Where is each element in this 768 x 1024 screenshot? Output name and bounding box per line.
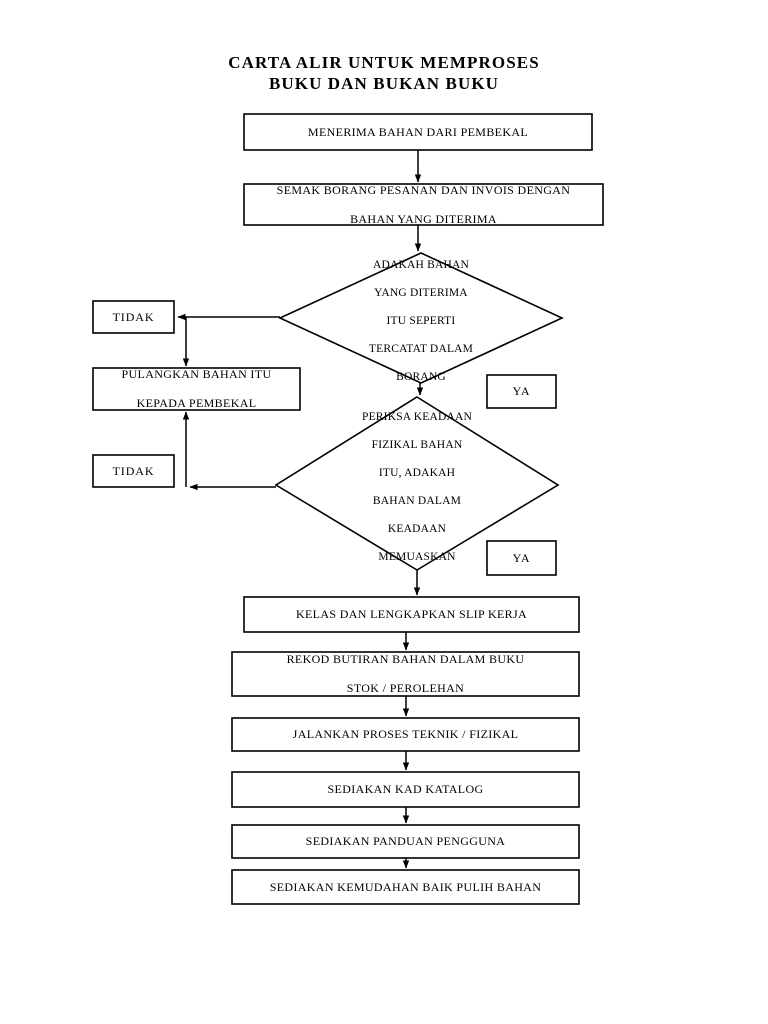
label-tidak-1-text: TIDAK: [112, 309, 155, 324]
decision-adakah-bahan-label: ADAKAH BAHAN YANG DITERIMA ITU SEPERTI T…: [300, 259, 542, 383]
page-title: CARTA ALIR UNTUK MEMPROSES BUKU DAN BUKA…: [0, 52, 768, 94]
decision-adakah-bahan-line-4: TERCATAT DALAM: [368, 343, 474, 355]
decision-periksa-keadaan-line-6: MEMUASKAN: [378, 551, 456, 563]
label-tidak-2: TIDAK: [93, 455, 174, 487]
node-semak-borang-line-1: SEMAK BORANG PESANAN DAN INVOIS DENGAN: [276, 182, 571, 197]
node-rekod-butiran-line-2: STOK / PEROLEHAN: [346, 681, 465, 696]
node-sediakan-panduan-label: SEDIAKAN PANDUAN PENGGUNA: [232, 825, 579, 858]
node-pulangkan-bahan-line-1: PULANGKAN BAHAN ITU: [121, 367, 272, 382]
page-title-line-2: BUKU DAN BUKAN BUKU: [268, 74, 500, 93]
decision-adakah-bahan-line-5: BORANG: [396, 371, 446, 383]
node-sediakan-kemudahan-box[interactable]: [231, 869, 580, 905]
label-tidak-2-text: TIDAK: [112, 463, 155, 478]
node-pulangkan-bahan-box[interactable]: [92, 367, 301, 411]
node-sediakan-kad-katalog-label: SEDIAKAN KAD KATALOG: [232, 772, 579, 807]
node-sediakan-kemudahan-line-1: SEDIAKAN KEMUDAHAN BAIK PULIH BAHAN: [269, 879, 542, 894]
node-jalankan-proses-box[interactable]: [231, 717, 580, 752]
label-tidak-1: TIDAK: [93, 301, 174, 333]
node-semak-borang-label: SEMAK BORANG PESANAN DAN INVOIS DENGAN B…: [244, 182, 603, 226]
decision-periksa-keadaan-label: PERIKSA KEADAAN FIZIKAL BAHAN ITU, ADAKA…: [296, 411, 538, 563]
decision-adakah-bahan-line-2: YANG DITERIMA: [374, 287, 468, 299]
node-pulangkan-bahan-label: PULANGKAN BAHAN ITU KEPADA PEMBEKAL: [93, 367, 300, 411]
label-ya-1: YA: [487, 375, 556, 408]
decision-adakah-bahan-line-1: ADAKAH BAHAN: [373, 259, 469, 271]
node-jalankan-proses-label: JALANKAN PROSES TEKNIK / FIZIKAL: [232, 718, 579, 751]
decision-periksa-keadaan-line-3: ITU, ADAKAH: [378, 467, 456, 479]
label-tidak-box-1[interactable]: [92, 300, 175, 334]
label-ya-1-text: YA: [512, 384, 531, 399]
node-sediakan-kemudahan-label: SEDIAKAN KEMUDAHAN BAIK PULIH BAHAN: [232, 870, 579, 904]
node-semak-borang-line-2: BAHAN YANG DITERIMA: [350, 211, 497, 226]
label-ya-box-2[interactable]: [486, 540, 557, 576]
label-ya-2-text: YA: [512, 550, 531, 565]
decision-adakah-bahan-line-3: ITU SEPERTI: [386, 315, 456, 327]
decision-periksa-keadaan-line-1: PERIKSA KEADAAN: [361, 411, 473, 423]
node-kelas-slip-kerja-line-1: KELAS DAN LENGKAPKAN SLIP KERJA: [295, 607, 528, 622]
decision-adakah-bahan-diamond[interactable]: [278, 252, 564, 384]
node-sediakan-panduan-line-1: SEDIAKAN PANDUAN PENGGUNA: [305, 834, 506, 849]
node-jalankan-proses-line-1: JALANKAN PROSES TEKNIK / FIZIKAL: [292, 727, 519, 742]
label-tidak-box-2[interactable]: [92, 454, 175, 488]
node-rekod-butiran-label: REKOD BUTIRAN BAHAN DALAM BUKU STOK / PE…: [232, 652, 579, 696]
node-kelas-slip-kerja-label: KELAS DAN LENGKAPKAN SLIP KERJA: [244, 597, 579, 632]
node-menerima-bahan-label: MENERIMA BAHAN DARI PEMBEKAL: [244, 114, 592, 150]
label-ya-box-1[interactable]: [486, 374, 557, 409]
node-sediakan-kad-katalog-box[interactable]: [231, 771, 580, 808]
node-pulangkan-bahan-line-2: KEPADA PEMBEKAL: [136, 396, 257, 411]
node-kelas-slip-kerja-box[interactable]: [243, 596, 580, 633]
label-ya-2: YA: [487, 541, 556, 575]
decision-periksa-keadaan-line-4: BAHAN DALAM: [372, 495, 462, 507]
node-rekod-butiran-line-1: REKOD BUTIRAN BAHAN DALAM BUKU: [286, 652, 525, 667]
node-menerima-bahan-box[interactable]: [243, 113, 593, 151]
page-title-line-1: CARTA ALIR UNTUK MEMPROSES: [228, 53, 540, 72]
decision-periksa-keadaan-line-5: KEADAAN: [387, 523, 447, 535]
node-sediakan-kad-katalog-line-1: SEDIAKAN KAD KATALOG: [327, 782, 484, 797]
node-semak-borang-box[interactable]: [243, 183, 604, 226]
node-menerima-bahan-line-1: MENERIMA BAHAN DARI PEMBEKAL: [307, 124, 529, 139]
decision-periksa-keadaan-line-2: FIZIKAL BAHAN: [371, 439, 463, 451]
